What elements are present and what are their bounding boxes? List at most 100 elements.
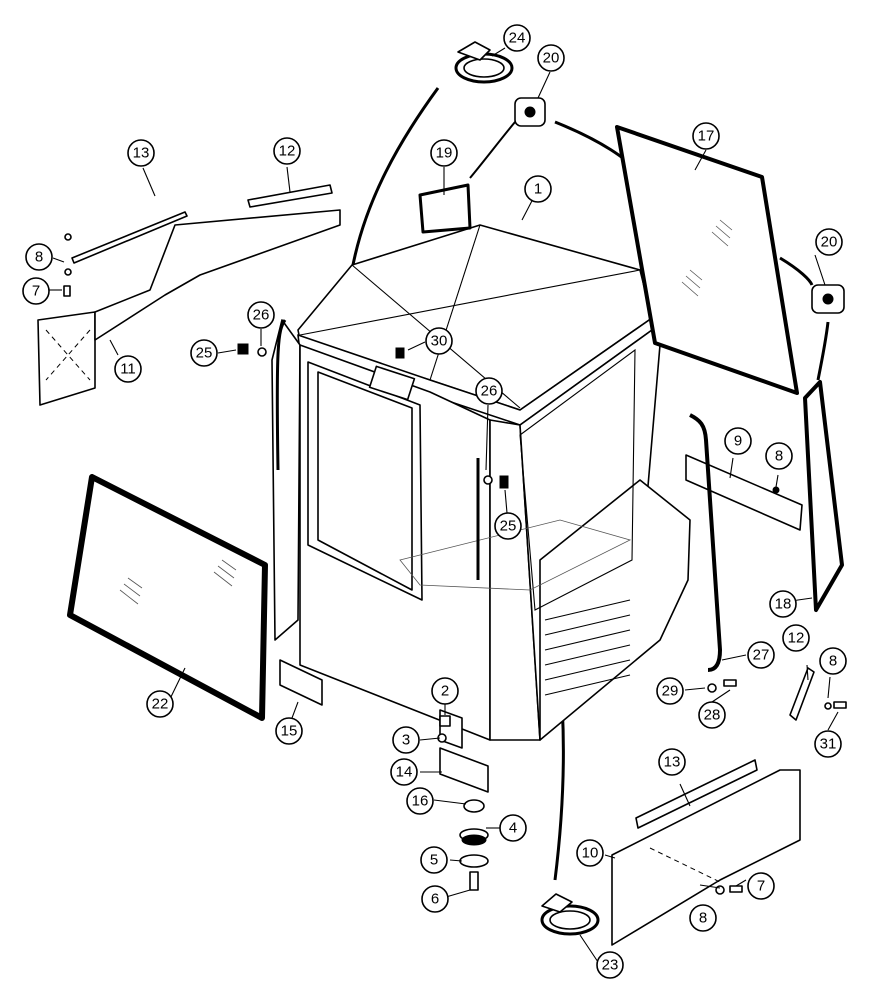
callout-5: 5 bbox=[420, 846, 448, 874]
callout-9: 9 bbox=[724, 427, 752, 455]
callout-23: 23 bbox=[596, 951, 624, 979]
window-17 bbox=[615, 125, 799, 395]
callout-29: 29 bbox=[656, 677, 684, 705]
callout-13-top: 13 bbox=[127, 139, 155, 167]
window-19 bbox=[418, 183, 472, 234]
svg-text:2: 2 bbox=[441, 683, 449, 700]
window-18 bbox=[803, 380, 844, 612]
svg-text:26: 26 bbox=[253, 307, 270, 324]
cab-vents bbox=[544, 599, 631, 696]
svg-text:30: 30 bbox=[431, 333, 448, 350]
latch-20-top bbox=[514, 97, 546, 127]
svg-text:18: 18 bbox=[775, 596, 792, 613]
hardware-small bbox=[63, 233, 847, 895]
callout-26-mid: 26 bbox=[475, 377, 503, 405]
callout-4: 4 bbox=[499, 814, 527, 842]
strip-13-bottom bbox=[635, 759, 758, 829]
callout-11: 11 bbox=[114, 355, 142, 383]
callout-6: 6 bbox=[421, 885, 449, 913]
callout-19: 19 bbox=[430, 139, 458, 167]
strip-12-top bbox=[247, 184, 333, 208]
side-panel-10 bbox=[611, 769, 801, 946]
svg-text:15: 15 bbox=[281, 723, 298, 740]
callout-25-mid: 25 bbox=[494, 512, 522, 540]
callout-28: 28 bbox=[698, 701, 726, 729]
strip-9 bbox=[685, 454, 803, 531]
svg-text:20: 20 bbox=[821, 234, 838, 251]
svg-text:8: 8 bbox=[699, 910, 707, 927]
callout-20-right: 20 bbox=[815, 228, 843, 256]
svg-text:16: 16 bbox=[412, 793, 429, 810]
svg-text:6: 6 bbox=[431, 891, 439, 908]
callout-20-top: 20 bbox=[537, 44, 565, 72]
cab-frame bbox=[271, 224, 691, 741]
callout-30: 30 bbox=[425, 327, 453, 355]
callout-25-left: 25 bbox=[190, 339, 218, 367]
callout-12-top: 12 bbox=[273, 137, 301, 165]
svg-text:8: 8 bbox=[829, 653, 837, 670]
gasket-strip-right-lower bbox=[816, 321, 830, 381]
svg-text:17: 17 bbox=[698, 128, 715, 145]
callout-7-bottom: 7 bbox=[747, 872, 775, 900]
svg-text:7: 7 bbox=[757, 878, 765, 895]
svg-text:7: 7 bbox=[32, 283, 40, 300]
svg-text:26: 26 bbox=[481, 383, 498, 400]
svg-text:3: 3 bbox=[402, 732, 410, 749]
svg-text:24: 24 bbox=[509, 30, 526, 47]
svg-text:29: 29 bbox=[662, 683, 679, 700]
callout-8-mid: 8 bbox=[765, 442, 793, 470]
svg-text:13: 13 bbox=[664, 754, 681, 771]
callout-13-bottom: 13 bbox=[658, 748, 686, 776]
gasket-roll-24 bbox=[454, 41, 514, 84]
gasket-strip-right bbox=[779, 256, 814, 286]
callout-8-left: 8 bbox=[25, 243, 53, 271]
callout-12-right: 12 bbox=[782, 624, 810, 652]
callout-17: 17 bbox=[692, 122, 720, 150]
svg-text:31: 31 bbox=[820, 736, 837, 753]
svg-text:14: 14 bbox=[396, 764, 413, 781]
callout-1: 1 bbox=[524, 175, 552, 203]
callout-14: 14 bbox=[390, 758, 418, 786]
mount-stack bbox=[459, 799, 489, 891]
callout-24: 24 bbox=[503, 24, 531, 52]
callout-10: 10 bbox=[576, 839, 604, 867]
svg-text:1: 1 bbox=[534, 181, 542, 198]
svg-text:8: 8 bbox=[35, 249, 43, 266]
bracket-15 bbox=[279, 659, 323, 706]
svg-text:20: 20 bbox=[543, 50, 560, 67]
svg-text:5: 5 bbox=[430, 852, 438, 869]
window-22 bbox=[67, 474, 268, 721]
svg-text:19: 19 bbox=[436, 145, 453, 162]
svg-text:23: 23 bbox=[602, 957, 619, 974]
svg-text:12: 12 bbox=[279, 143, 296, 160]
callout-22: 22 bbox=[146, 690, 174, 718]
callout-7-left: 7 bbox=[22, 277, 50, 305]
svg-text:28: 28 bbox=[704, 707, 721, 724]
callout-15: 15 bbox=[275, 717, 303, 745]
gasket-strip-top-mid bbox=[469, 121, 516, 179]
svg-text:25: 25 bbox=[196, 345, 213, 362]
gasket-roll-23 bbox=[540, 893, 600, 936]
svg-text:13: 13 bbox=[133, 145, 150, 162]
svg-text:9: 9 bbox=[734, 433, 742, 450]
callout-27: 27 bbox=[747, 641, 775, 669]
callout-2: 2 bbox=[431, 677, 459, 705]
side-panel-11 bbox=[37, 209, 341, 406]
svg-text:11: 11 bbox=[120, 361, 136, 378]
callout-26-left: 26 bbox=[247, 301, 275, 329]
callout-8-right: 8 bbox=[819, 647, 847, 675]
svg-text:4: 4 bbox=[509, 820, 517, 837]
callout-31: 31 bbox=[814, 730, 842, 758]
svg-text:10: 10 bbox=[582, 845, 599, 862]
callout-3: 3 bbox=[392, 726, 420, 754]
svg-text:12: 12 bbox=[788, 630, 805, 647]
latch-20-right bbox=[811, 284, 845, 314]
callout-16: 16 bbox=[406, 787, 434, 815]
svg-text:22: 22 bbox=[152, 696, 169, 713]
callout-8-bottom: 8 bbox=[689, 904, 717, 932]
strip-13-top bbox=[71, 211, 188, 264]
callout-18: 18 bbox=[769, 590, 797, 618]
gasket-strip-top-left bbox=[350, 87, 440, 271]
svg-text:8: 8 bbox=[775, 448, 783, 465]
